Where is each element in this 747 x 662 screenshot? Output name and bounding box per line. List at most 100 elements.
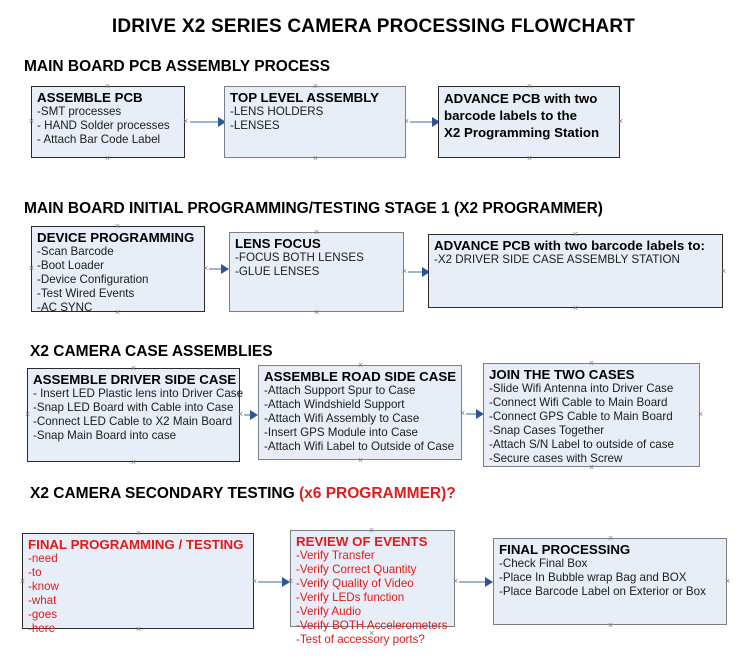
node-final-processing-lines: -Check Final Box -Place In Bubble wrap B… — [499, 557, 722, 599]
anchor-point — [368, 527, 375, 534]
arrowhead-icon — [422, 267, 430, 277]
node-final-programming-testing-title: FINAL PROGRAMMING / TESTING — [28, 537, 244, 552]
node-top-level-assembly[interactable]: TOP LEVEL ASSEMBLY -LENS HOLDERS -LENSES — [224, 86, 406, 158]
list-item: -Verify Audio — [296, 605, 362, 618]
list-item: -know — [28, 580, 59, 593]
node-assemble-driver-side-case-lines: - Insert LED Plastic lens into Driver Ca… — [33, 387, 244, 443]
anchor-point — [572, 305, 579, 312]
arrowhead-icon — [476, 409, 484, 419]
list-item: -Verify LEDs function — [296, 591, 405, 604]
anchor-point — [607, 535, 614, 542]
anchor-point — [104, 155, 111, 162]
list-item: - Insert LED Plastic lens into Driver Ca… — [33, 387, 244, 400]
node-assemble-road-side-case-lines: -Attach Support Spur to Case -Attach Win… — [264, 384, 457, 454]
node-lens-focus[interactable]: LENS FOCUS -FOCUS BOTH LENSES -GLUE LENS… — [229, 232, 404, 312]
node-assemble-road-side-case[interactable]: ASSEMBLE ROAD SIDE CASE -Attach Support … — [258, 365, 462, 460]
list-item: - HAND Solder processes — [37, 119, 170, 132]
node-review-of-events[interactable]: REVIEW OF EVENTS -Verify Transfer -Verif… — [290, 530, 455, 646]
list-item: -Connect GPS Cable to Main Board — [489, 410, 673, 423]
list-item: -here — [28, 622, 56, 635]
node-top-level-assembly-title: TOP LEVEL ASSEMBLY — [230, 90, 380, 105]
section-header-2: MAIN BOARD INITIAL PROGRAMMING/TESTING S… — [24, 200, 603, 218]
anchor-point — [313, 229, 320, 236]
node-review-of-events-title: REVIEW OF EVENTS — [296, 534, 428, 549]
list-item: -goes — [28, 608, 58, 621]
anchor-point — [130, 459, 137, 466]
anchor-point — [19, 578, 26, 585]
anchor-point — [28, 265, 35, 272]
connector-arrow — [459, 581, 487, 583]
list-item: -Snap LED Board with Cable into Case — [33, 401, 234, 414]
anchor-point — [357, 362, 364, 369]
list-item: -Attach Support Spur to Case — [264, 384, 416, 397]
anchor-point — [526, 155, 533, 162]
list-item: -Test Wired Events — [37, 287, 135, 300]
list-item: -to — [28, 566, 42, 579]
node-final-programming-testing-lines: -need -to -know -what -goes -here — [28, 552, 249, 636]
arrowhead-icon — [250, 410, 258, 420]
list-item: -Place Barcode Label on Exterior or Box — [499, 585, 706, 598]
node-advance-pcb-driver-side[interactable]: ADVANCE PCB with two barcode labels to: … — [428, 234, 723, 308]
node-final-processing[interactable]: FINAL PROCESSING -Check Final Box -Place… — [493, 538, 727, 625]
list-item: -what — [28, 594, 57, 607]
node-lens-focus-title: LENS FOCUS — [235, 236, 321, 251]
connector-arrow — [410, 121, 434, 123]
arrowhead-icon — [432, 117, 440, 127]
section-header-4-accent: (x6 PROGRAMMER)? — [299, 485, 456, 502]
list-item: -X2 DRIVER SIDE CASE ASSEMBLY STATION — [434, 253, 680, 266]
anchor-point — [403, 118, 410, 125]
node-device-programming[interactable]: DEVICE PROGRAMMING -Scan Barcode -Boot L… — [31, 226, 205, 315]
node-join-the-two-cases[interactable]: JOIN THE TWO CASES -Slide Wifi Antenna i… — [483, 363, 700, 467]
anchor-point — [459, 410, 466, 417]
list-item: -Test of accessory ports? — [296, 633, 425, 646]
node-assemble-pcb[interactable]: ASSEMBLE PCB -SMT processes - HAND Solde… — [31, 86, 185, 158]
anchor-point — [357, 457, 364, 464]
section-header-3: X2 CAMERA CASE ASSEMBLIES — [30, 343, 273, 361]
anchor-point — [312, 83, 319, 90]
anchor-point — [588, 360, 595, 367]
anchor-point — [588, 464, 595, 471]
list-item: -Device Configuration — [37, 273, 149, 286]
node-advance-pcb-driver-side-title: ADVANCE PCB with two barcode labels to: — [434, 238, 705, 253]
title-line: barcode labels to the — [444, 108, 578, 123]
node-advance-pcb-programming-station[interactable]: ADVANCE PCB with two barcode labels to t… — [438, 86, 620, 158]
connector-arrow — [408, 271, 424, 273]
node-device-programming-title: DEVICE PROGRAMMING — [37, 230, 195, 245]
anchor-point — [287, 578, 294, 585]
section-header-4-text: X2 CAMERA SECONDARY TESTING — [30, 485, 299, 502]
list-item: -Boot Loader — [37, 259, 105, 272]
node-join-the-two-cases-title: JOIN THE TWO CASES — [489, 367, 635, 382]
page-title: IDRIVE X2 SERIES CAMERA PROCESSING FLOWC… — [111, 16, 636, 37]
node-assemble-driver-side-case-title: ASSEMBLE DRIVER SIDE CASE — [33, 372, 237, 387]
node-assemble-driver-side-case[interactable]: ASSEMBLE DRIVER SIDE CASE - Insert LED P… — [27, 368, 244, 462]
list-item: -AC SYNC — [37, 301, 93, 314]
anchor-point — [28, 118, 35, 125]
section-header-1: MAIN BOARD PCB ASSEMBLY PROCESS — [24, 58, 330, 76]
node-device-programming-lines: -Scan Barcode -Boot Loader -Device Confi… — [37, 245, 200, 315]
connector-arrow — [190, 121, 220, 123]
anchor-point — [607, 622, 614, 629]
list-item: -SMT processes — [37, 105, 122, 118]
anchor-point — [104, 83, 111, 90]
anchor-point — [114, 309, 121, 316]
list-item: -Verify BOTH Accelerometers — [296, 619, 448, 632]
node-final-programming-testing[interactable]: FINAL PROGRAMMING / TESTING -need -to -k… — [22, 533, 254, 635]
connector-arrow — [244, 414, 252, 416]
list-item: - Attach Bar Code Label — [37, 133, 161, 146]
node-review-of-events-lines: -Verify Transfer -Verify Correct Quantit… — [296, 549, 450, 647]
connector-arrow — [258, 581, 284, 583]
list-item: -Connect LED Cable to X2 Main Board — [33, 415, 233, 428]
node-assemble-pcb-title: ASSEMBLE PCB — [37, 90, 143, 105]
anchor-point — [617, 118, 624, 125]
section-header-4: X2 CAMERA SECONDARY TESTING (x6 PROGRAMM… — [30, 485, 456, 503]
list-item: -Insert GPS Module into Case — [264, 426, 419, 439]
anchor-point — [202, 265, 209, 272]
connector-arrow — [466, 413, 478, 415]
anchor-point — [401, 268, 408, 275]
list-item: -Snap Cases Together — [489, 424, 605, 437]
list-item: -need — [28, 552, 58, 565]
anchor-point — [572, 231, 579, 238]
node-assemble-road-side-case-title: ASSEMBLE ROAD SIDE CASE — [264, 369, 457, 384]
section-header-3-text: X2 CAMERA CASE ASSEMBLIES — [30, 343, 273, 360]
node-advance-pcb-programming-station-title: ADVANCE PCB with two barcode labels to t… — [444, 90, 615, 141]
